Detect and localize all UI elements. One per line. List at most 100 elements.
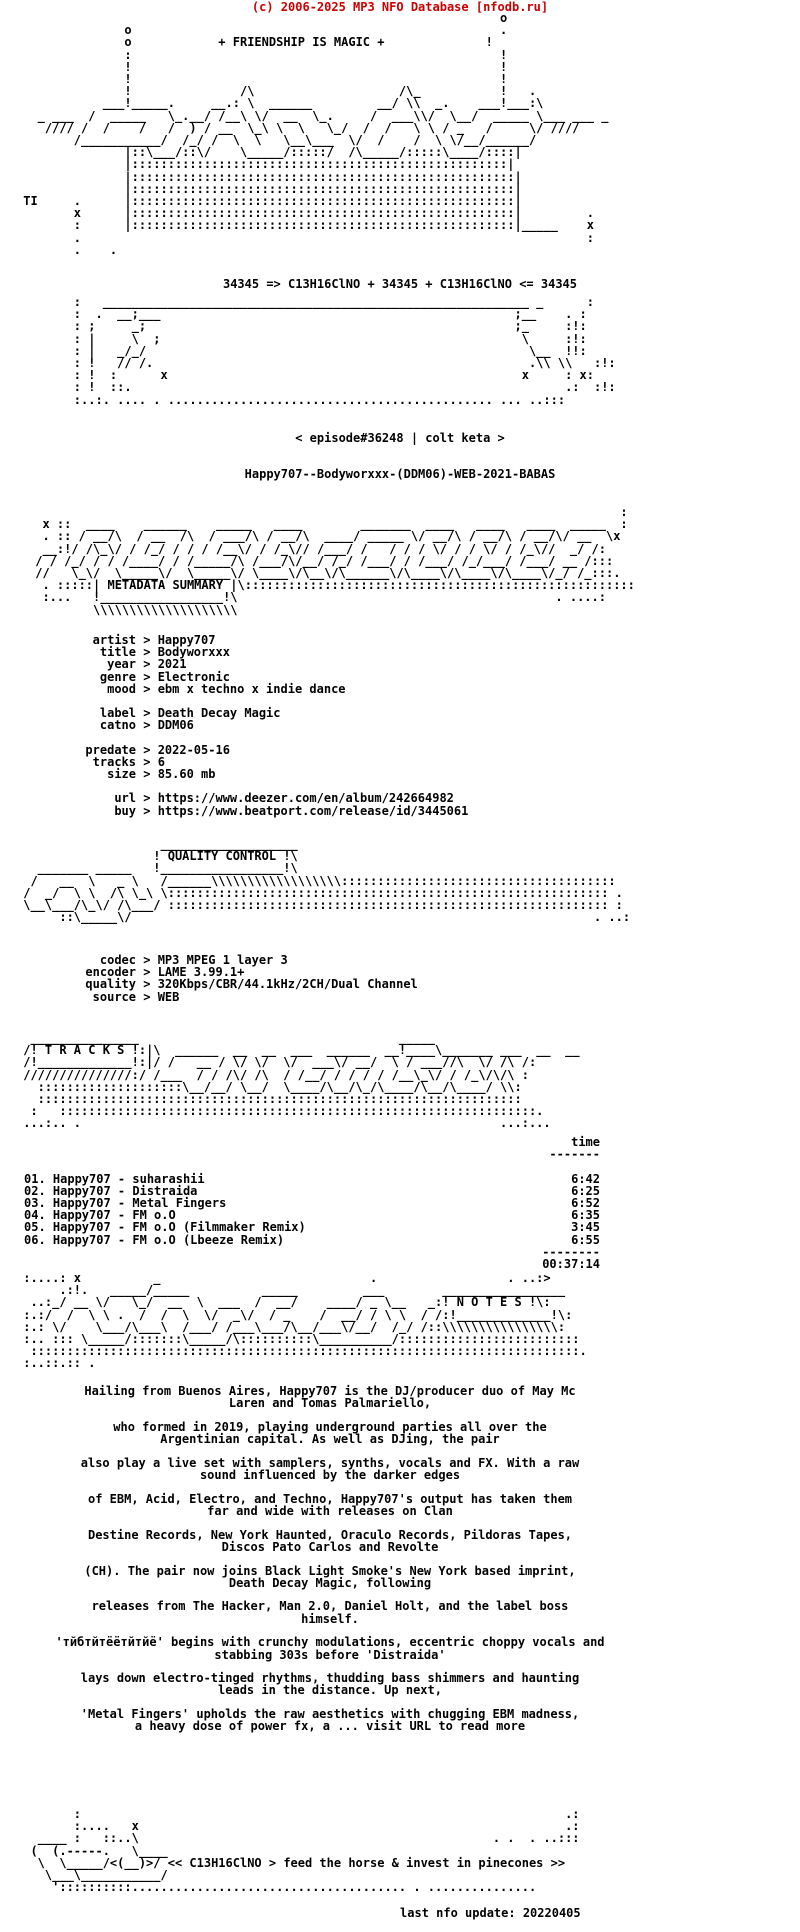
info-row: size > 85.60 mb (0, 768, 800, 780)
info-key: title (99, 645, 136, 660)
info-separator: > (136, 791, 158, 806)
quality-logo: ___________________ ! QUALITY CONTROL !\… (23, 837, 631, 925)
last-update: last nfo update: 20220405 (400, 1906, 581, 1920)
info-row: mood > ebm x techno x indie dance (0, 683, 800, 695)
info-separator: > (136, 742, 158, 757)
info-value: https://www.beatport.com/release/id/3445… (157, 803, 469, 818)
info-value: Happy707 (157, 633, 216, 647)
track-time: 3:45 (571, 1220, 600, 1235)
info-separator: > (136, 706, 158, 721)
info-value: DDM06 (157, 718, 194, 733)
info-row: predate > 2022-05-16 (0, 742, 800, 757)
info-row: source > WEB (0, 989, 800, 1004)
track-title: 06. Happy707 - FM o.O (Lbeeze Remix) (24, 1232, 285, 1247)
info-value: Electronic (157, 669, 230, 684)
info-separator: > (136, 803, 158, 818)
notes-logo: :....: x _ . . ..:> .:!. _____/_____ ___… (23, 1271, 587, 1371)
rule: -------- (542, 1244, 600, 1259)
info-row: encoder > LAME 3.99.1+ (0, 966, 800, 978)
notes-paragraph: Destine Records, New York Haunted, Oracu… (87, 1527, 573, 1554)
notes-paragraph: releases from The Hacker, Man 2.0, Danie… (91, 1599, 569, 1626)
info-value: Death Decay Magic (157, 706, 281, 721)
tracks-logo: _______________ _____ /! T R A C K S !:|… (23, 1031, 580, 1131)
track-time: 6:35 (571, 1208, 600, 1223)
track-time: 6:25 (571, 1183, 600, 1198)
info-value: MP3 MPEG 1 layer 3 (157, 953, 288, 967)
notes-paragraph: lays down electro-tinged rhythms, thuddi… (80, 1671, 580, 1698)
info-key: size (107, 767, 136, 782)
info-key: url (114, 791, 136, 806)
info-row: url > https://www.deezer.com/en/album/24… (0, 792, 800, 804)
info-key: catno (99, 718, 136, 733)
info-separator: > (136, 669, 158, 684)
track-title: 03. Happy707 - Metal Fingers (24, 1195, 227, 1210)
info-separator: > (136, 754, 158, 769)
footer-tag: << C13H16ClNO > feed the horse & invest … (167, 1855, 566, 1870)
info-row: artist > Happy707 (0, 634, 800, 646)
info-separator: > (136, 953, 158, 967)
info-row: catno > DDM06 (0, 719, 800, 731)
formula-line: 34345 => C13H16ClNO + 34345 + C13H16ClNO… (222, 277, 577, 291)
total-time: 00:37:14 (542, 1256, 600, 1271)
info-row: tracks > 6 (0, 756, 800, 768)
time-header: time (571, 1135, 600, 1149)
rule: ------- (549, 1147, 600, 1162)
track-time: 6:42 (571, 1171, 600, 1186)
info-key: encoder (85, 965, 136, 980)
info-value: 6 (157, 754, 165, 769)
section-notes: N O T E S (456, 1295, 522, 1310)
info-key: source (92, 989, 136, 1004)
info-key: codec (99, 953, 136, 967)
section-tracks: T R A C K S (44, 1043, 125, 1058)
info-key: tracks (92, 754, 136, 769)
banner-title: + FRIENDSHIP IS MAGIC + (218, 35, 385, 50)
info-key: year (107, 657, 136, 672)
notes-paragraph: of EBM, Acid, Electro, and Techno, Happy… (87, 1491, 573, 1518)
info-key: label (99, 706, 136, 721)
info-value: https://www.deezer.com/en/album/24266498… (157, 791, 454, 806)
info-separator: > (136, 965, 158, 980)
info-value: 2022-05-16 (157, 742, 230, 757)
info-separator: > (136, 645, 158, 660)
info-separator: > (136, 989, 158, 1004)
info-key: mood (107, 681, 136, 696)
site-header: (c) 2006-2025 MP3 NFO Database [nfodb.ru… (251, 0, 549, 14)
notes-paragraph: 'Metal Fingers' upholds the raw aestheti… (80, 1707, 580, 1734)
tracklist: time------- 01. Happy707 - suharashii 6:42… (0, 1136, 800, 1270)
info-value: 320Kbps/CBR/44.1kHz/2CH/Dual Channel (157, 977, 418, 992)
notes-paragraph: Hailing from Buenos Aires, Happy707 is t… (84, 1384, 576, 1411)
track-title: 05. Happy707 - FM o.O (Filmmaker Remix) (24, 1220, 306, 1235)
ascii-art-top: o o . o + FRIENDSHIP IS MAGIC + ! : (23, 11, 609, 257)
info-row: year > 2021 (0, 658, 800, 670)
info-value: Bodyworxxx (157, 645, 230, 660)
notes-paragraph: (CH). The pair now joins Black Light Smo… (84, 1563, 576, 1590)
info-row: title > Bodyworxxx (0, 646, 800, 658)
info-row: label > Death Decay Magic (0, 707, 800, 719)
info-key: buy (114, 803, 136, 818)
notes-paragraph: 'тйбтйтёётйтйё' begins with crunchy modu… (55, 1635, 605, 1662)
notes-paragraph: who formed in 2019, playing underground … (113, 1419, 547, 1447)
info-separator: > (136, 681, 158, 696)
info-separator: > (136, 767, 158, 782)
track-row: 01. Happy707 - suharashii 6:42 (0, 1171, 800, 1186)
track-title: 01. Happy707 - suharashii (24, 1171, 205, 1186)
info-value: 85.60 mb (157, 767, 216, 782)
info-key: predate (85, 742, 136, 757)
info-value: 2021 (157, 657, 187, 672)
ascii-art-mid: : ______________________________________… (73, 295, 616, 407)
metadata-logo: : x :: ____ ______ _____ ____ _______ __… (35, 505, 635, 617)
notes-paragraph: also play a live set with samplers, synt… (80, 1455, 580, 1483)
episode-line: < episode#36248 | colt keta > (295, 431, 505, 445)
release-name: Happy707--Bodyworxxx-(DDM06)-WEB-2021-BA… (244, 467, 556, 481)
notes-block: Hailing from Buenos Aires, Happy707 is t… (0, 1385, 800, 1744)
section-metadata: METADATA SUMMARY (107, 578, 224, 593)
info-row: genre > Electronic (0, 669, 800, 684)
track-row: 06. Happy707 - FM o.O (Lbeeze Remix)6:55 (0, 1232, 800, 1247)
info-row: codec > MP3 MPEG 1 layer 3 (0, 954, 800, 966)
info-separator: > (136, 657, 158, 672)
